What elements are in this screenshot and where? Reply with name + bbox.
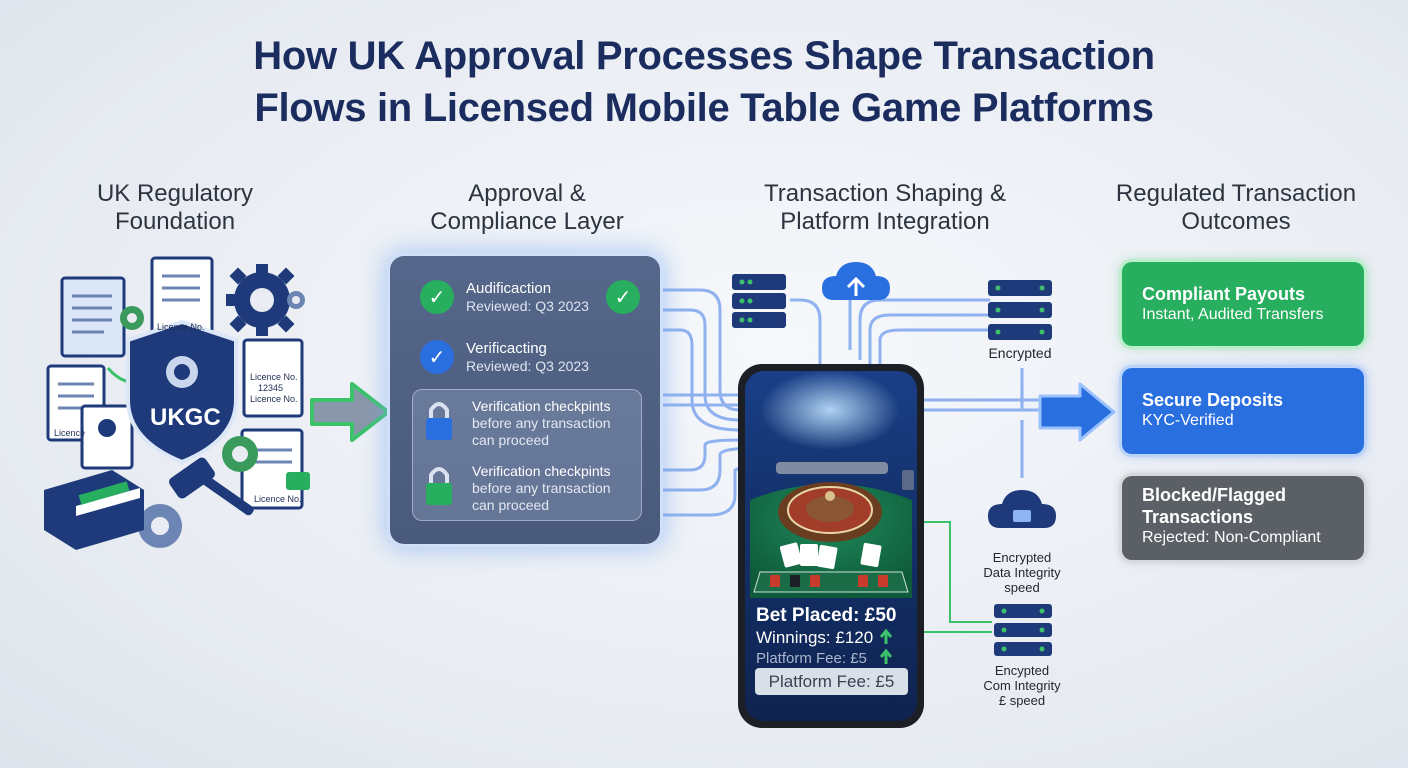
label-line: £ speed bbox=[998, 693, 1046, 708]
approval-item-title: Audificaction bbox=[466, 280, 552, 297]
doc-label: Licence No. bbox=[250, 372, 298, 382]
compliant-payouts-card: Compliant Payouts Instant, Audited Trans… bbox=[1122, 262, 1364, 346]
card-subtitle: Instant, Audited Transfers bbox=[1142, 306, 1324, 323]
blocked-transactions-card: Blocked/Flagged Transactions Rejected: N… bbox=[1122, 476, 1364, 560]
approval-item-subtitle: Reviewed: Q3 2023 bbox=[466, 358, 589, 374]
approval-item-title: Verificacting bbox=[466, 340, 547, 357]
doc-label: Licence No. bbox=[157, 322, 205, 332]
card-subtitle: KYC-Verified bbox=[1142, 412, 1234, 429]
checkpoint-item: Verification checkpints before any trans… bbox=[424, 463, 611, 514]
card-title: Transactions bbox=[1142, 507, 1254, 527]
checkpoint-item: Verification checkpints before any trans… bbox=[424, 398, 611, 449]
lock-icon bbox=[426, 402, 452, 440]
gear-icon bbox=[120, 306, 144, 330]
gear-icon bbox=[287, 291, 305, 309]
column-header-line: Approval & bbox=[468, 180, 586, 207]
playing-cards-icon bbox=[779, 542, 882, 570]
server-icon bbox=[732, 274, 786, 328]
gear-icon bbox=[222, 436, 258, 472]
cloud-upload-icon bbox=[822, 262, 890, 300]
platform-fee-text: Platform Fee: £5 bbox=[756, 650, 867, 667]
column-header-line: UK Regulatory bbox=[96, 180, 254, 207]
document-icon bbox=[80, 404, 134, 470]
arrow-right-icon bbox=[310, 382, 390, 442]
column-header-line: Transaction Shaping & bbox=[764, 180, 1006, 207]
server-icon bbox=[994, 604, 1052, 656]
check-icon: ✓ bbox=[420, 340, 454, 374]
server-icon bbox=[988, 280, 1052, 340]
winnings-text: Winnings: £120 bbox=[756, 628, 874, 647]
column-header-line: Platform Integration bbox=[780, 208, 990, 235]
page-title: How UK Approval Processes Shape Transact… bbox=[0, 30, 1408, 134]
encrypted-label: Encrypted bbox=[988, 345, 1052, 361]
column-header-line: Compliance Layer bbox=[430, 208, 624, 235]
title-line-1: How UK Approval Processes Shape Transact… bbox=[253, 34, 1155, 78]
column-header-line: Regulated Transaction bbox=[1115, 180, 1357, 207]
doc-label: Licence bbox=[54, 428, 86, 438]
document-icon bbox=[242, 338, 304, 418]
checkpoint-line: can proceed bbox=[472, 432, 550, 448]
check-icon: ✓ bbox=[606, 280, 640, 314]
column-header-outcomes: Regulated Transaction Outcomes bbox=[1100, 180, 1372, 236]
doc-label: Licence No. bbox=[250, 394, 298, 404]
check-icon: ✓ bbox=[420, 280, 454, 314]
gavel-icon bbox=[169, 457, 254, 516]
checkpoint-line: before any transaction bbox=[472, 480, 611, 496]
approval-item-subtitle: Reviewed: Q3 2023 bbox=[466, 298, 589, 314]
column-header-foundation: UK Regulatory Foundation bbox=[55, 180, 295, 236]
cloud-lock-icon bbox=[988, 490, 1056, 528]
approval-item: ✓ Verificacting Reviewed: Q3 2023 bbox=[420, 340, 589, 375]
column-header-approval: Approval & Compliance Layer bbox=[402, 180, 652, 236]
title-line-2: Flows in Licensed Mobile Table Game Plat… bbox=[254, 86, 1154, 130]
checkpoint-line: can proceed bbox=[472, 497, 550, 513]
document-icon bbox=[150, 256, 214, 340]
checkpoint-title: Verification checkpints bbox=[472, 463, 611, 479]
approval-panel: ✓ Audificaction Reviewed: Q3 2023 ✓ ✓ Ve… bbox=[390, 256, 660, 544]
gear-icon bbox=[226, 264, 298, 336]
card-title: Secure Deposits bbox=[1142, 390, 1284, 410]
label-line: Encrypted bbox=[992, 550, 1052, 565]
label-line: Data Integrity bbox=[983, 565, 1061, 580]
ukgc-badge: UKGC bbox=[150, 404, 221, 431]
label-line: Encypted bbox=[994, 663, 1050, 678]
label-line: speed bbox=[1004, 580, 1040, 595]
book-icon bbox=[44, 470, 144, 550]
approval-item: ✓ Audificaction Reviewed: Q3 2023 bbox=[420, 280, 589, 315]
lock-icon bbox=[426, 467, 452, 505]
doc-label: 12345 bbox=[258, 383, 284, 393]
phone-icon bbox=[738, 364, 924, 728]
platform-fee-box: Platform Fee: £5 bbox=[755, 668, 908, 695]
doc-label: Licence No. bbox=[254, 494, 302, 504]
com-integrity-label: Encypted Com Integrity £ speed bbox=[965, 663, 1079, 708]
gear-icon bbox=[138, 504, 182, 548]
bet-placed-text: Bet Placed: £50 bbox=[756, 605, 897, 626]
column-header-line: Outcomes bbox=[1181, 208, 1291, 235]
roulette-wheel-icon bbox=[778, 482, 882, 542]
column-header-line: Foundation bbox=[114, 208, 236, 235]
foundation-cluster bbox=[44, 256, 310, 550]
checkpoint-title: Verification checkpints bbox=[472, 398, 611, 414]
betting-grid bbox=[753, 571, 909, 593]
column-header-integration: Transaction Shaping & Platform Integrati… bbox=[735, 180, 1035, 236]
document-icon bbox=[60, 276, 126, 358]
shield-crest-icon bbox=[126, 319, 238, 465]
card-title: Blocked/Flagged bbox=[1142, 485, 1287, 505]
label-line: Com Integrity bbox=[983, 678, 1061, 693]
card-subtitle: Rejected: Non-Compliant bbox=[1142, 529, 1321, 546]
card-title: Compliant Payouts bbox=[1142, 284, 1306, 304]
arrow-right-icon bbox=[1038, 382, 1116, 442]
secure-deposits-card: Secure Deposits KYC-Verified bbox=[1122, 368, 1364, 454]
data-integrity-label: Encrypted Data Integrity speed bbox=[965, 550, 1079, 595]
checkpoint-line: before any transaction bbox=[472, 415, 611, 431]
